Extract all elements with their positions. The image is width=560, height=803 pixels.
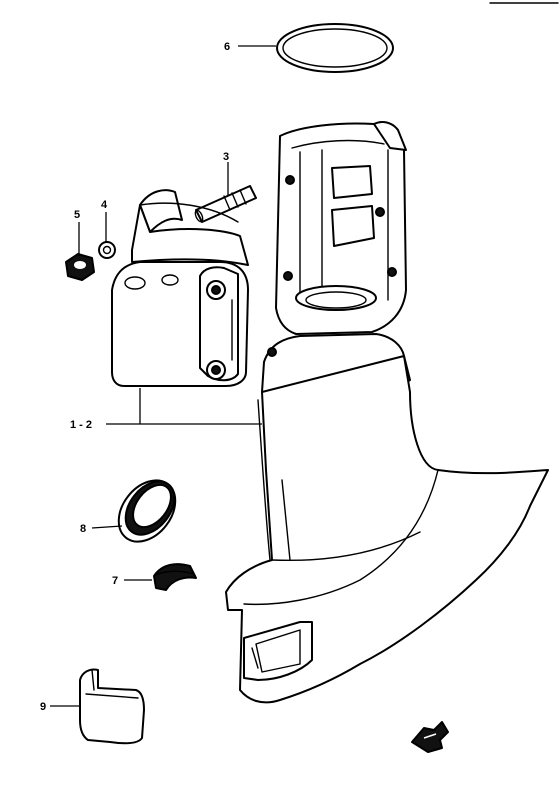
leader-lines [50, 45, 276, 707]
part-3-stud-bolt[interactable] [194, 185, 257, 223]
part-5-nut[interactable] [65, 253, 95, 281]
drive-shaft-housing[interactable] [225, 121, 549, 704]
callout-6: 6 [224, 41, 230, 53]
callout-5: 5 [74, 209, 80, 221]
part-8-oil-seal[interactable] [107, 469, 187, 552]
callout-4: 4 [101, 199, 108, 211]
part-1-2-upper-clamp-cap[interactable] [111, 189, 249, 387]
part-6-o-ring[interactable] [276, 23, 394, 73]
part-4-washer[interactable] [98, 241, 116, 259]
front-arrow-icon [411, 721, 449, 753]
callout-3: 3 [223, 151, 229, 163]
callout-7: 7 [112, 575, 118, 587]
callout-8: 8 [80, 523, 86, 535]
callout-1-2: 1 - 2 [70, 419, 92, 431]
part-7-half-collar[interactable] [153, 563, 197, 591]
part-9-cover-plate[interactable] [79, 668, 145, 745]
callout-9: 9 [40, 701, 46, 713]
